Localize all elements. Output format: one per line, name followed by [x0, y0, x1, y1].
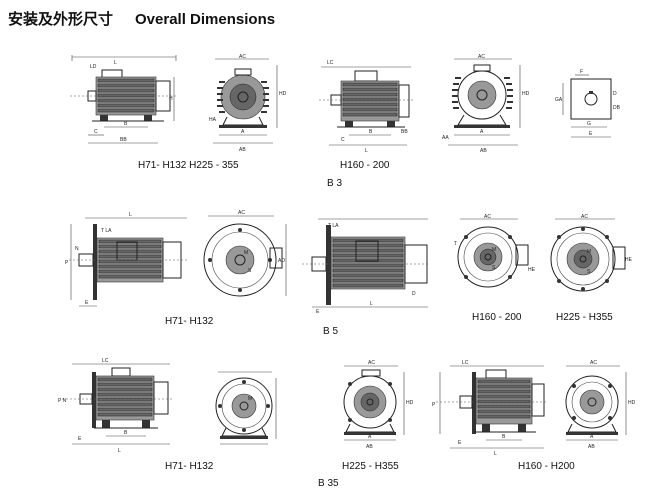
b3-end-view: AC A AB HD HA [205, 54, 287, 155]
svg-text:B: B [124, 121, 128, 127]
svg-text:P: P [432, 402, 436, 408]
svg-text:LC: LC [327, 60, 334, 66]
svg-text:N: N [75, 246, 79, 252]
b35-side-view-h160: LC B L P E [432, 356, 550, 457]
svg-text:E: E [78, 436, 82, 442]
svg-text:LC: LC [102, 358, 109, 364]
section-label-b3: B 3 [327, 178, 343, 189]
svg-text:HD: HD [522, 91, 530, 97]
svg-text:D: D [412, 291, 416, 297]
svg-text:AC: AC [590, 360, 597, 366]
svg-text:BB: BB [120, 137, 127, 143]
svg-text:M: M [492, 247, 496, 253]
caption-b35-h160: H160 - H200 [518, 461, 575, 472]
page-title: 安装及外形尺寸 Overall Dimensions [8, 8, 275, 29]
svg-text:M: M [248, 396, 252, 402]
b35-flange-face: M [212, 368, 282, 448]
b35-side-view: LC B L E P N [58, 356, 176, 456]
svg-text:AC: AC [238, 210, 245, 216]
b5-side-view: L P N E T LA [65, 210, 190, 310]
svg-text:HD: HD [628, 400, 636, 406]
svg-text:E: E [458, 440, 462, 446]
svg-text:AB: AB [588, 444, 595, 450]
svg-text:L: L [494, 451, 497, 457]
svg-text:E: E [316, 309, 320, 315]
b35-end-view-h225: AC A AB HD [332, 360, 414, 450]
svg-text:A: A [368, 434, 372, 440]
svg-text:D: D [613, 91, 617, 97]
svg-text:G: G [587, 121, 591, 127]
svg-text:A: A [590, 434, 594, 440]
shaft-detail: F GA D DB G E [555, 65, 625, 145]
b3-side-view: L LD B C BB H [68, 55, 178, 155]
svg-text:HD: HD [279, 91, 287, 97]
svg-text:B: B [124, 430, 128, 436]
svg-text:L: L [118, 448, 121, 454]
section-label-b5: B 5 [323, 326, 339, 337]
svg-text:S: S [248, 268, 252, 274]
svg-text:A: A [241, 129, 245, 135]
svg-text:AC: AC [368, 360, 375, 366]
svg-text:AB: AB [239, 147, 246, 153]
caption-b35-h225: H225 - H355 [342, 461, 399, 472]
caption-b3-h71: H71- H132 H225 - 355 [138, 160, 239, 171]
svg-text:AC: AC [581, 214, 588, 220]
svg-text:DB: DB [613, 105, 621, 111]
svg-text:T LA: T LA [101, 228, 112, 234]
svg-text:M: M [587, 249, 591, 255]
b35-end-view-h160: AC A AB HD [556, 360, 636, 450]
b5-flange-face: AC M S AD [200, 210, 290, 310]
svg-text:L: L [370, 301, 373, 307]
svg-text:AA: AA [442, 135, 449, 141]
svg-text:AC: AC [484, 214, 491, 220]
svg-text:B: B [369, 129, 373, 135]
title-chinese: 安装及外形尺寸 [8, 10, 114, 28]
svg-text:L: L [365, 148, 368, 154]
svg-text:A: A [480, 129, 484, 135]
svg-text:P: P [65, 260, 69, 266]
svg-text:HE: HE [625, 257, 633, 263]
svg-text:H: H [169, 96, 173, 102]
svg-text:T: T [454, 241, 457, 247]
caption-b35-h71: H71- H132 [165, 461, 214, 472]
svg-text:E: E [85, 300, 89, 306]
svg-text:C: C [94, 129, 98, 135]
caption-b3-h160: H160 - 200 [340, 160, 390, 171]
svg-text:M: M [244, 250, 248, 256]
svg-text:C: C [341, 137, 345, 143]
svg-text:HE: HE [528, 267, 536, 273]
svg-text:L: L [114, 60, 117, 66]
svg-text:HA: HA [209, 117, 217, 123]
section-label-b35: B 35 [318, 478, 339, 489]
svg-text:AD: AD [278, 258, 285, 264]
b3-end-view-h160: AC A AB AA HD [440, 54, 530, 155]
b3-side-view-h160: LC B C L BB [315, 55, 415, 155]
svg-text:P N: P N [58, 398, 67, 404]
title-english: Overall Dimensions [135, 11, 276, 28]
svg-text:LC: LC [462, 360, 469, 366]
caption-b5-h225: H225 - H355 [556, 312, 613, 323]
svg-text:AC: AC [478, 54, 485, 60]
svg-text:LD: LD [90, 64, 97, 70]
svg-text:B: B [502, 434, 506, 440]
svg-text:S: S [492, 265, 496, 271]
caption-b5-h160: H160 - 200 [472, 312, 522, 323]
svg-text:AC: AC [239, 54, 246, 60]
b5-flange-face-h160: AC M S T HE [452, 214, 536, 300]
svg-text:E: E [589, 131, 593, 137]
svg-text:AB: AB [366, 444, 373, 450]
svg-text:AB: AB [480, 148, 487, 154]
svg-text:T LA: T LA [328, 223, 339, 229]
b5-side-view-h160: T LA L E D [300, 215, 435, 315]
svg-text:HD: HD [406, 400, 414, 406]
b5-flange-face-h225: AC M S HE [545, 214, 633, 300]
svg-text:F: F [580, 69, 583, 75]
svg-text:S: S [587, 269, 591, 275]
caption-b5-h71: H71- H132 [165, 316, 214, 327]
svg-text:L: L [129, 212, 132, 218]
svg-text:GA: GA [555, 97, 563, 103]
svg-text:BB: BB [401, 129, 408, 135]
